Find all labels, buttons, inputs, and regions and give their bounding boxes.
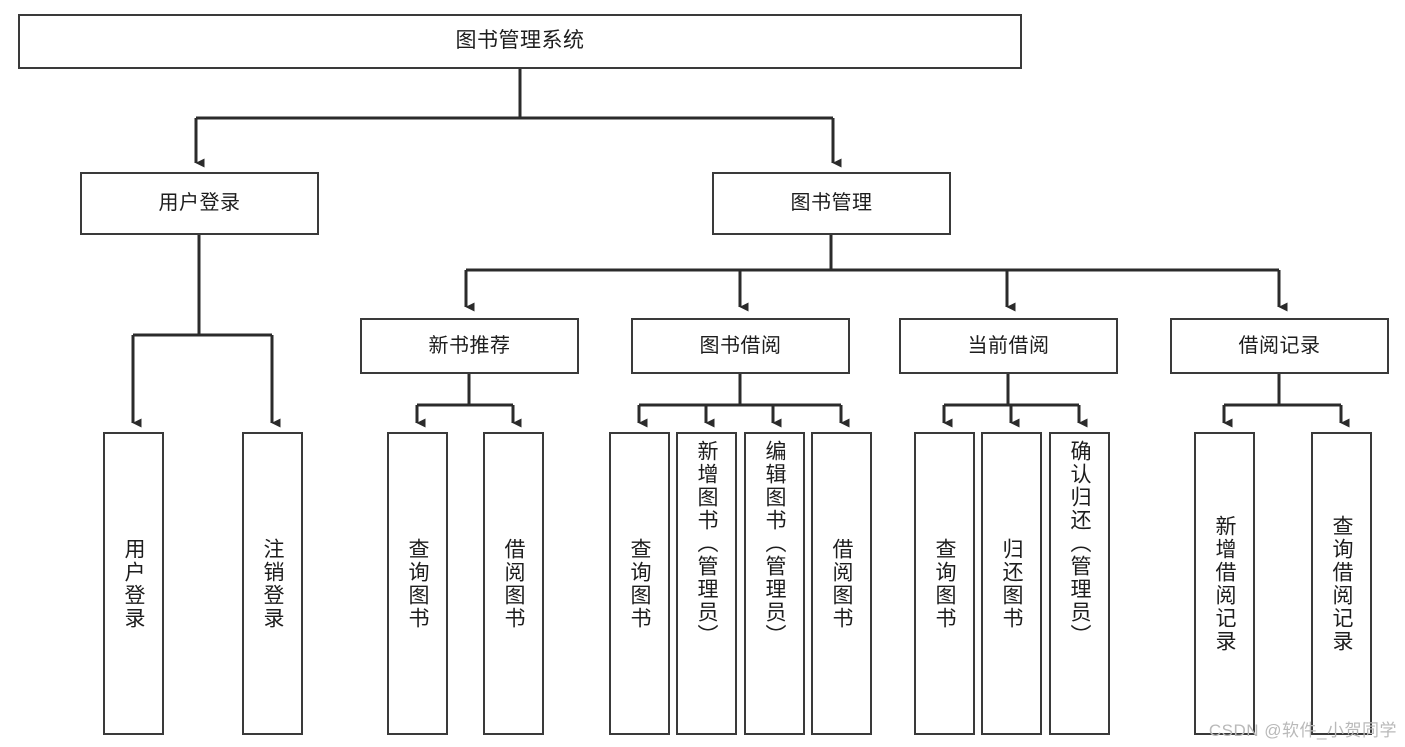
- node-leaf-confirm-return[interactable]: 确认归还（管理员）: [1049, 432, 1110, 735]
- node-leaf-user-login[interactable]: 用户登录: [103, 432, 164, 735]
- node-label: 用户登录: [122, 537, 145, 630]
- node-leaf-logout-login[interactable]: 注销登录: [242, 432, 303, 735]
- node-label: 新增图书（管理员）: [695, 440, 718, 647]
- node-label: 归还图书: [1000, 537, 1023, 630]
- node-label: 查询图书: [933, 537, 956, 630]
- node-leaf-edit-book[interactable]: 编辑图书（管理员）: [744, 432, 805, 735]
- node-label: 注销登录: [261, 537, 284, 630]
- node-leaf-query-book-3[interactable]: 查询图书: [914, 432, 975, 735]
- node-label: 查询图书: [406, 537, 429, 630]
- leaf-text-wrap: 查询借阅记录: [1313, 434, 1370, 733]
- node-leaf-return-book[interactable]: 归还图书: [981, 432, 1042, 735]
- leaf-text-wrap: 确认归还（管理员）: [1051, 434, 1108, 733]
- leaf-text-wrap: 借阅图书: [813, 434, 870, 733]
- leaf-text-wrap: 用户登录: [105, 434, 162, 733]
- node-leaf-borrow-book-1[interactable]: 借阅图书: [483, 432, 544, 735]
- leaf-text-wrap: 借阅图书: [485, 434, 542, 733]
- node-leaf-query-record[interactable]: 查询借阅记录: [1311, 432, 1372, 735]
- node-new-book-recommend[interactable]: 新书推荐: [360, 318, 579, 374]
- node-label: 图书管理: [790, 192, 873, 214]
- node-label: 借阅图书: [502, 537, 525, 630]
- node-leaf-query-book-1[interactable]: 查询图书: [387, 432, 448, 735]
- node-label: 确认归还（管理员）: [1068, 440, 1091, 647]
- node-label: 用户登录: [158, 192, 241, 214]
- node-book-manage[interactable]: 图书管理: [712, 172, 951, 235]
- node-label: 借阅图书: [830, 537, 853, 630]
- node-label: 新书推荐: [428, 334, 511, 357]
- node-book-borrow[interactable]: 图书借阅: [631, 318, 850, 374]
- node-leaf-add-book[interactable]: 新增图书（管理员）: [676, 432, 737, 735]
- node-leaf-query-book-2[interactable]: 查询图书: [609, 432, 670, 735]
- node-label: 借阅记录: [1238, 334, 1321, 357]
- node-label: 图书管理系统: [455, 29, 585, 53]
- csdn-watermark: CSDN @软件_小贺同学: [1208, 721, 1397, 740]
- node-label: 查询图书: [628, 537, 651, 630]
- node-leaf-add-record[interactable]: 新增借阅记录: [1194, 432, 1255, 735]
- node-root-system[interactable]: 图书管理系统: [18, 14, 1022, 69]
- leaf-text-wrap: 注销登录: [244, 434, 301, 733]
- leaf-text-wrap: 查询图书: [611, 434, 668, 733]
- node-label: 查询借阅记录: [1330, 514, 1353, 653]
- node-label: 新增借阅记录: [1213, 514, 1236, 653]
- node-label: 图书借阅: [699, 334, 782, 357]
- node-current-borrow[interactable]: 当前借阅: [899, 318, 1118, 374]
- leaf-text-wrap: 编辑图书（管理员）: [746, 434, 803, 733]
- leaf-text-wrap: 归还图书: [983, 434, 1040, 733]
- leaf-text-wrap: 新增借阅记录: [1196, 434, 1253, 733]
- node-user-login[interactable]: 用户登录: [80, 172, 319, 235]
- node-label: 编辑图书（管理员）: [763, 440, 786, 647]
- leaf-text-wrap: 查询图书: [916, 434, 973, 733]
- node-leaf-borrow-book-2[interactable]: 借阅图书: [811, 432, 872, 735]
- node-borrow-record[interactable]: 借阅记录: [1170, 318, 1389, 374]
- node-label: 当前借阅: [967, 334, 1050, 357]
- leaf-text-wrap: 新增图书（管理员）: [678, 434, 735, 733]
- leaf-text-wrap: 查询图书: [389, 434, 446, 733]
